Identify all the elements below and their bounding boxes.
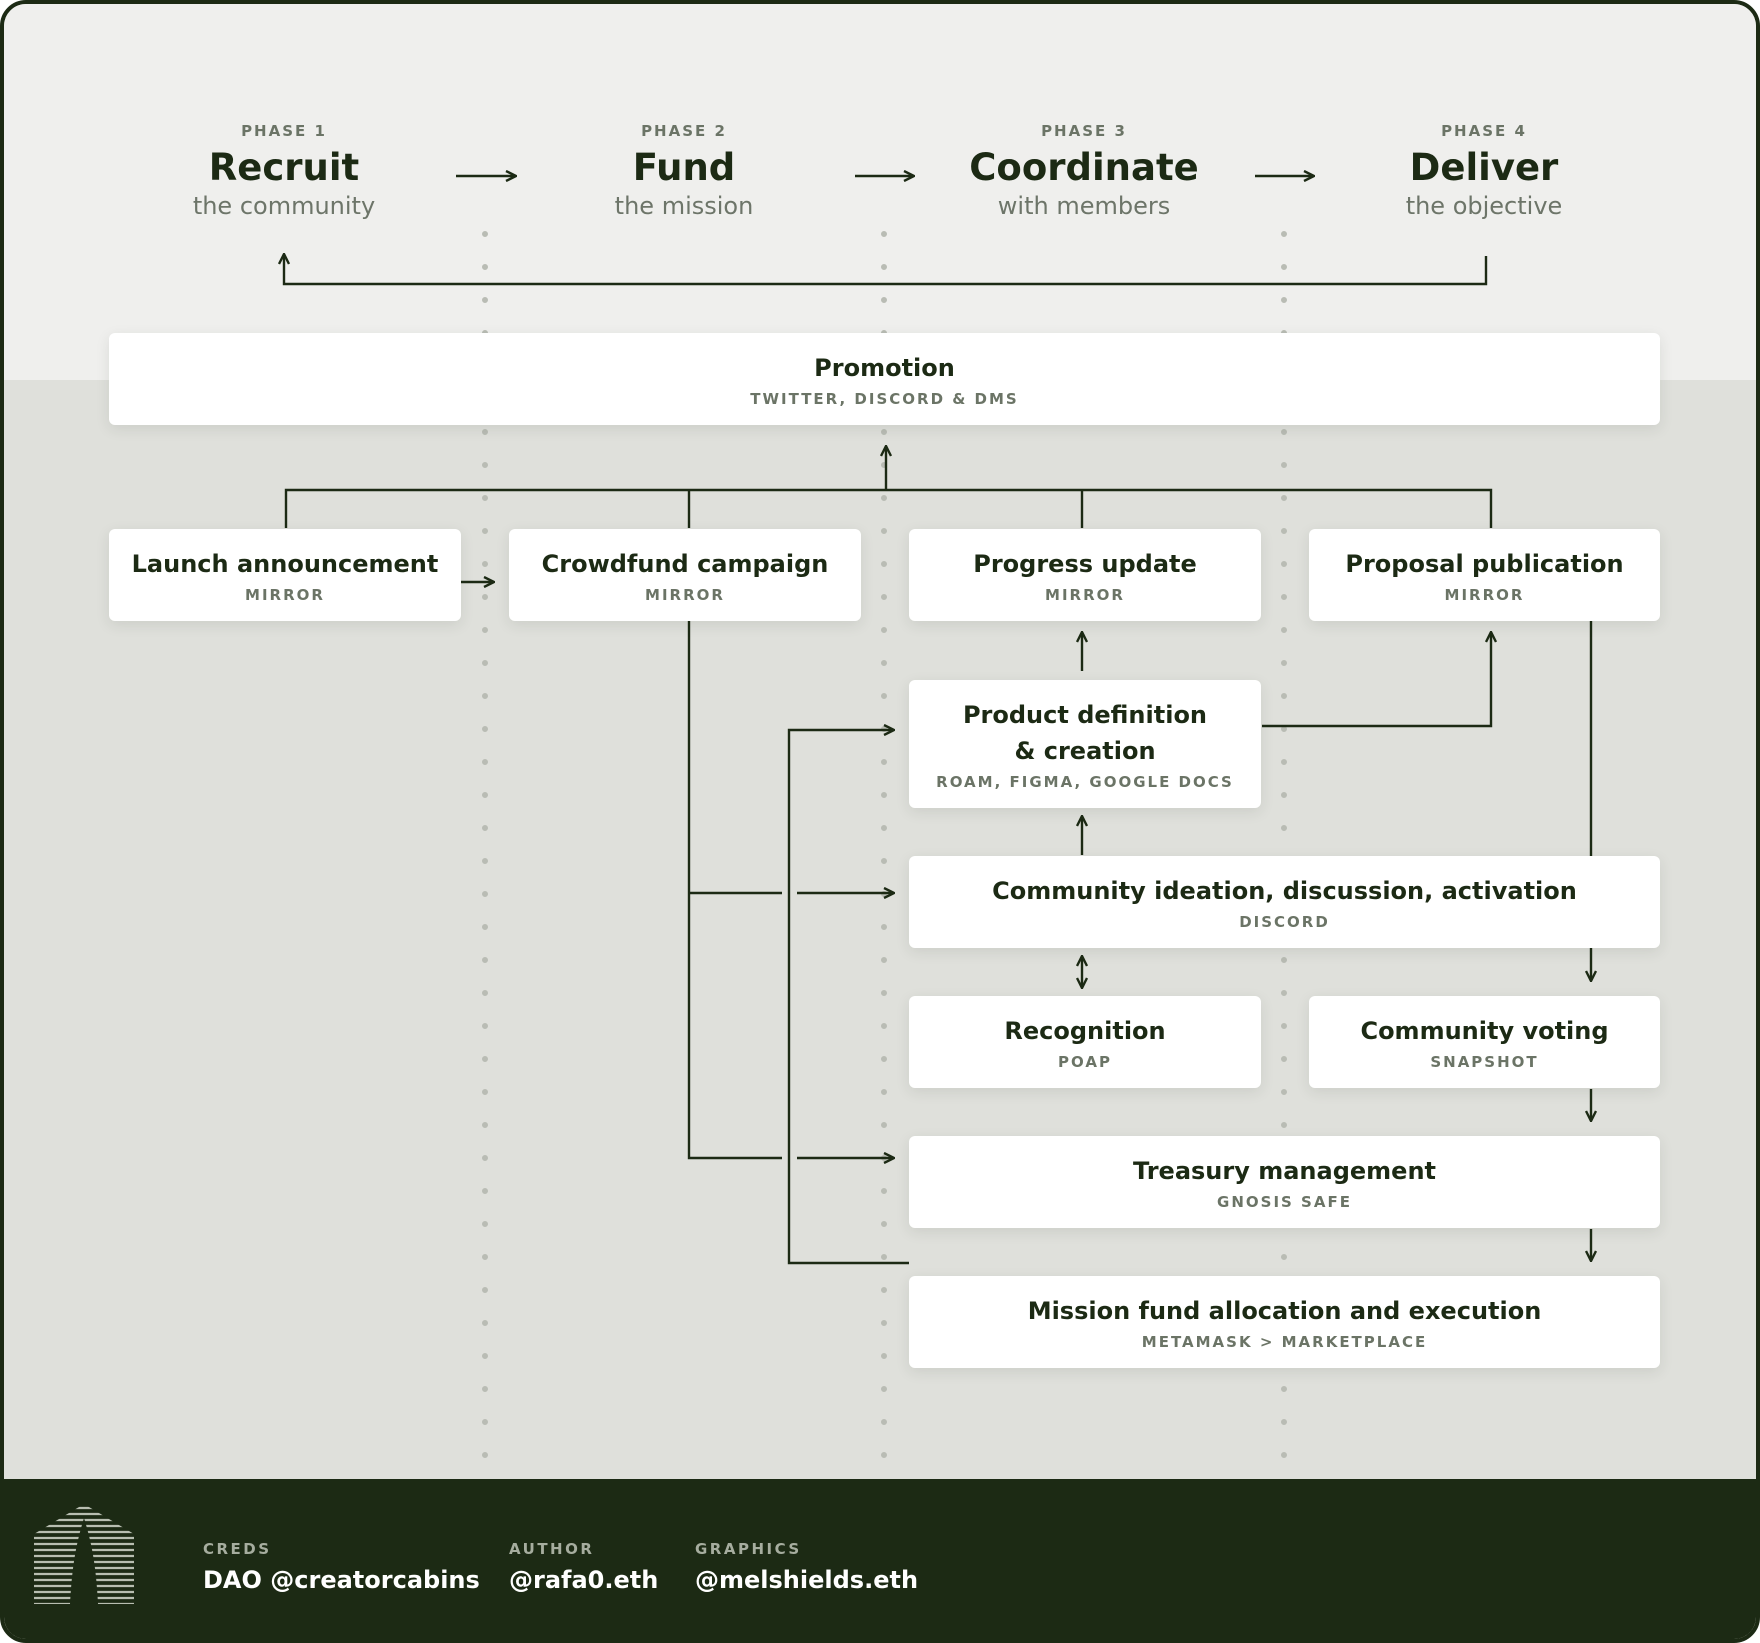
phase-subtitle: the mission	[614, 192, 754, 220]
footer-bar	[4, 1479, 1756, 1639]
phase-title: Coordinate	[969, 146, 1199, 189]
node-title: Launch announcement	[131, 550, 439, 578]
node-tool: DISCORD	[1239, 913, 1330, 931]
node-community-voting: Community voting SNAPSHOT	[1309, 996, 1660, 1088]
node-launch-announcement: Launch announcement MIRROR	[109, 529, 461, 621]
node-tool: SNAPSHOT	[1430, 1053, 1539, 1071]
phase-4-header: PHASE 4 Deliver the objective	[1334, 122, 1634, 220]
node-title: Recognition	[1004, 1017, 1166, 1045]
phase-label: PHASE 2	[641, 122, 727, 140]
node-title: Proposal publication	[1345, 550, 1624, 578]
node-tool: POAP	[1058, 1053, 1112, 1071]
node-title: Crowdfund campaign	[541, 550, 829, 578]
node-title: Community voting	[1360, 1017, 1609, 1045]
node-tool: MIRROR	[245, 586, 325, 604]
phase-1-header: PHASE 1 Recruit the community	[134, 122, 434, 220]
phase-subtitle: the objective	[1405, 192, 1563, 220]
node-tool: TWITTER, DISCORD & DMS	[750, 390, 1019, 408]
phase-label: PHASE 3	[1041, 122, 1127, 140]
node-community-ideation: Community ideation, discussion, activati…	[909, 856, 1660, 948]
phase-title: Recruit	[208, 146, 360, 189]
phase-header-band	[4, 4, 1756, 380]
cycle-loop-arrow	[284, 254, 1488, 286]
phase-3-header: PHASE 3 Coordinate with members	[934, 122, 1234, 220]
node-tool: MIRROR	[1045, 586, 1125, 604]
phase-label: PHASE 1	[241, 122, 327, 140]
node-title: Community ideation, discussion, activati…	[992, 877, 1577, 905]
credit-author: AUTHOR @rafa0.eth	[509, 1540, 658, 1594]
credit-value: @melshields.eth	[695, 1566, 919, 1594]
product-to-proposal-arrow	[1262, 632, 1491, 728]
credit-value: @rafa0.eth	[509, 1566, 659, 1594]
node-promotion: Promotion TWITTER, DISCORD & DMS	[109, 333, 1660, 425]
phase-subtitle: the community	[192, 192, 376, 220]
node-title: Mission fund allocation and execution	[1027, 1297, 1542, 1325]
phase-label: PHASE 4	[1441, 122, 1527, 140]
node-tool: MIRROR	[645, 586, 725, 604]
node-crowdfund-campaign: Crowdfund campaign MIRROR	[509, 529, 861, 621]
node-title: Progress update	[973, 550, 1197, 578]
node-product-definition: Product definition & creation ROAM, FIGM…	[909, 680, 1261, 808]
phase-title: Deliver	[1409, 146, 1559, 189]
node-tool: ROAM, FIGMA, GOOGLE DOCS	[936, 773, 1234, 791]
node-progress-update: Progress update MIRROR	[909, 529, 1261, 621]
node-tool: MIRROR	[1444, 586, 1525, 604]
node-title-line-2: & creation	[1014, 737, 1156, 765]
node-tool: GNOSIS SAFE	[1217, 1193, 1352, 1211]
credit-label: AUTHOR	[509, 1540, 595, 1558]
connector-layer	[4, 4, 1760, 1487]
promotion-bus	[284, 488, 1493, 528]
credit-creds: CREDS DAO @creatorcabins	[203, 1540, 480, 1594]
node-treasury-management: Treasury management GNOSIS SAFE	[909, 1136, 1660, 1228]
node-tool: METAMASK > MARKETPLACE	[1141, 1333, 1428, 1351]
phase-title: Fund	[632, 146, 736, 189]
credit-label: GRAPHICS	[695, 1540, 802, 1558]
creator-cabins-logo	[34, 1506, 134, 1604]
node-mission-fund-allocation: Mission fund allocation and execution ME…	[909, 1276, 1660, 1368]
credit-label: CREDS	[203, 1540, 272, 1558]
crowdfund-trunk	[687, 621, 782, 1160]
node-proposal-publication: Proposal publication MIRROR	[1309, 529, 1660, 621]
credit-value: DAO @creatorcabins	[203, 1566, 480, 1594]
node-title: Treasury management	[1132, 1157, 1437, 1185]
phase-2-header: PHASE 2 Fund the mission	[534, 122, 834, 220]
mission-to-product-loop	[787, 730, 909, 1265]
node-recognition: Recognition POAP	[909, 996, 1261, 1088]
phase-subtitle: with members	[997, 192, 1171, 220]
credit-graphics: GRAPHICS @melshields.eth	[695, 1540, 918, 1594]
node-title-line-1: Product definition	[962, 701, 1208, 729]
node-title: Promotion	[814, 354, 955, 382]
